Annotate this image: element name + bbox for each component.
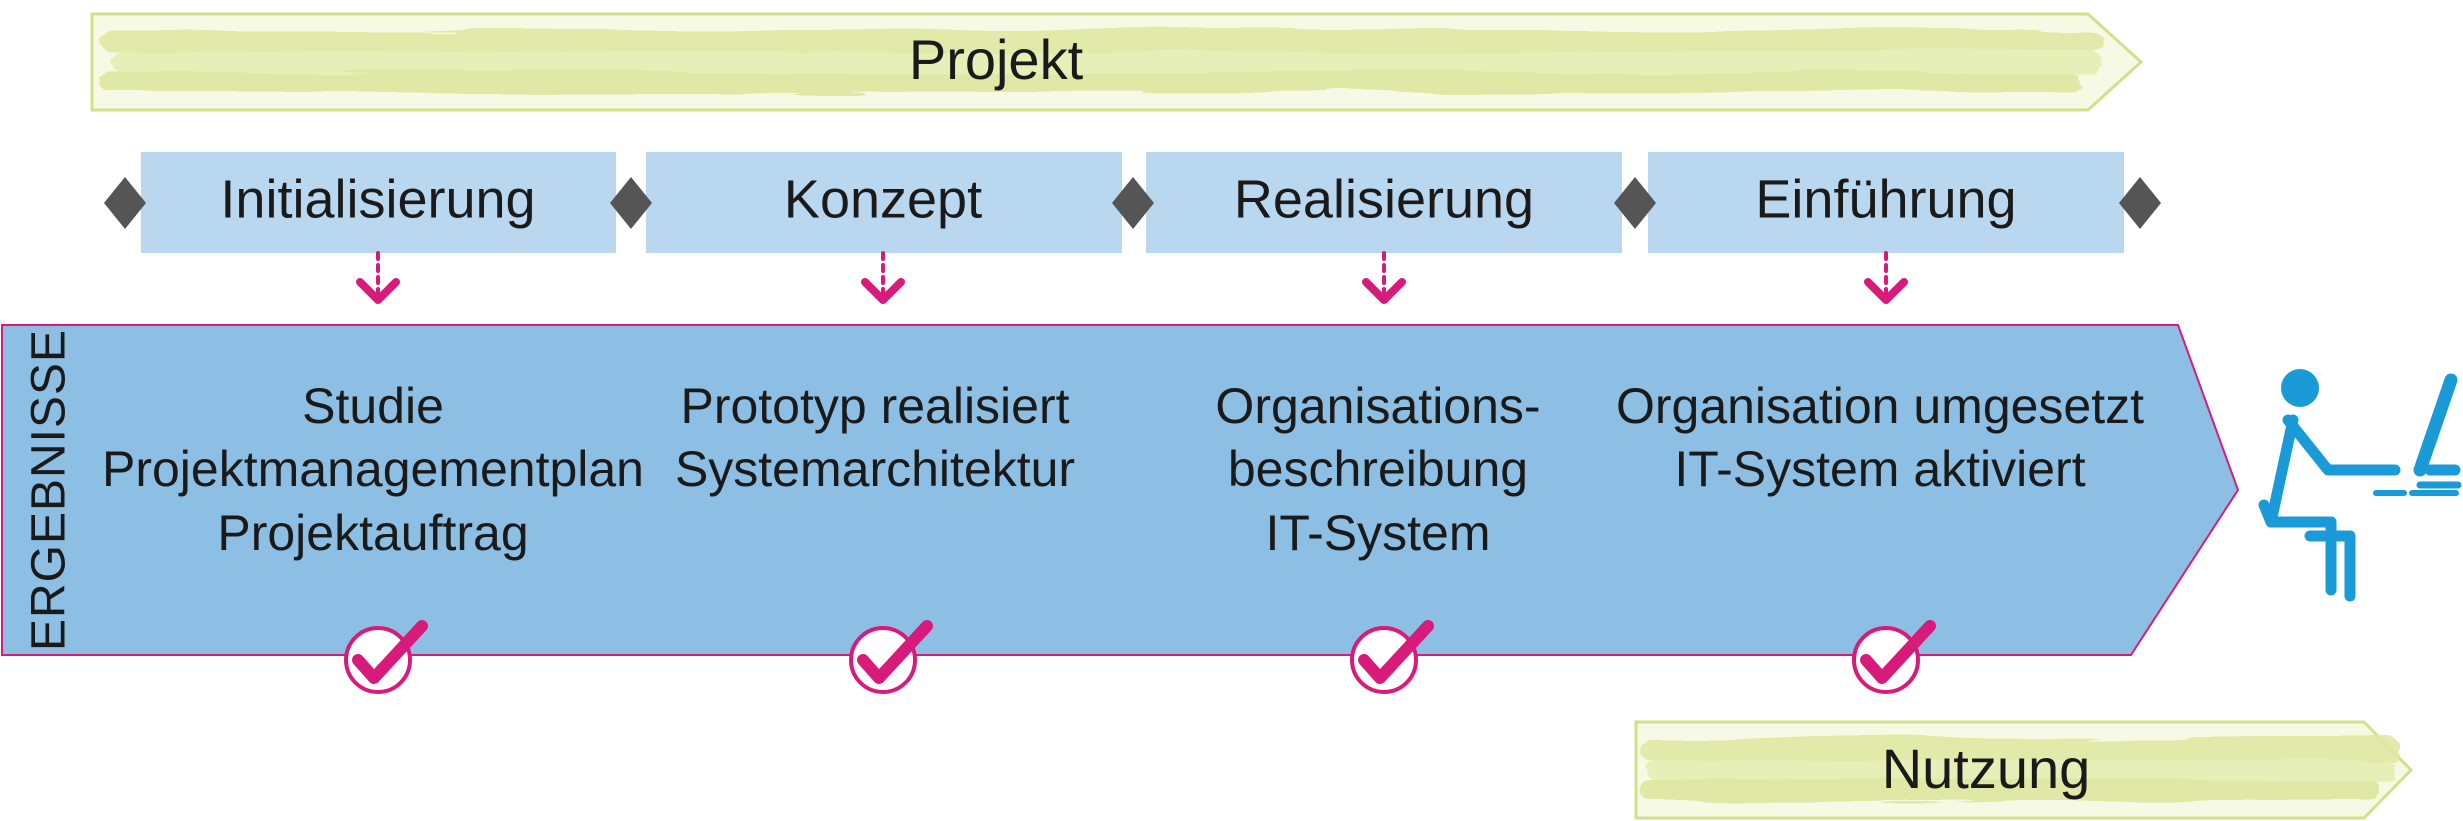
phase-label-realisierung: Realisierung (1234, 169, 1534, 229)
results-arrow: ERGEBNISSE Studie Projektmanagementplan … (1, 324, 2240, 656)
result-item: Prototyp realisiert (680, 378, 1069, 434)
completion-checks (344, 620, 1936, 694)
milestone-diamond-icon (1614, 177, 1656, 229)
result-item: Organisation umgesetzt (1616, 378, 2144, 434)
result-item: beschreibung (1228, 441, 1528, 497)
phase-row: Initialisierung Konzept Realisierung Ein… (104, 152, 2161, 253)
check-circle-icon (344, 620, 428, 694)
person-at-computer-icon (2258, 369, 2462, 602)
result-item: Studie (302, 378, 444, 434)
phase-label-einfuehrung: Einführung (1755, 169, 2016, 229)
project-banner: Projekt (90, 12, 2144, 112)
results-side-label: ERGEBNISSE (23, 329, 76, 651)
phase-label-konzept: Konzept (784, 169, 982, 229)
check-circle-icon (849, 620, 933, 694)
phase-box-realisierung (1146, 152, 1622, 253)
phase-label-initialisierung: Initialisierung (220, 169, 535, 229)
check-circle-icon (1852, 620, 1936, 694)
chevron-down-icon (861, 251, 905, 304)
milestone-diamond-icon (104, 177, 146, 229)
result-item: IT-System (1265, 505, 1490, 561)
usage-banner-label: Nutzung (1882, 737, 2091, 800)
result-item: Organisations- (1215, 378, 1540, 434)
check-circle-icon (1350, 620, 1434, 694)
result-item: IT-System aktiviert (1674, 441, 2085, 497)
milestone-diamond-icon (610, 177, 652, 229)
phase-box-initialisierung (141, 152, 616, 253)
phase-box-konzept (646, 152, 1122, 253)
result-item: Systemarchitektur (675, 441, 1075, 497)
chevron-down-icon (356, 251, 400, 304)
phase-connectors (356, 251, 1908, 304)
result-item: Projektauftrag (217, 505, 528, 561)
phase-box-einfuehrung (1648, 152, 2124, 253)
result-item: Projektmanagementplan (102, 441, 644, 497)
usage-banner: Nutzung (1634, 720, 2414, 820)
project-banner-label: Projekt (909, 28, 1084, 91)
chevron-down-icon (1864, 251, 1908, 304)
milestone-diamond-icon (1112, 177, 1154, 229)
milestone-diamond-icon (2119, 177, 2161, 229)
chevron-down-icon (1362, 251, 1406, 304)
